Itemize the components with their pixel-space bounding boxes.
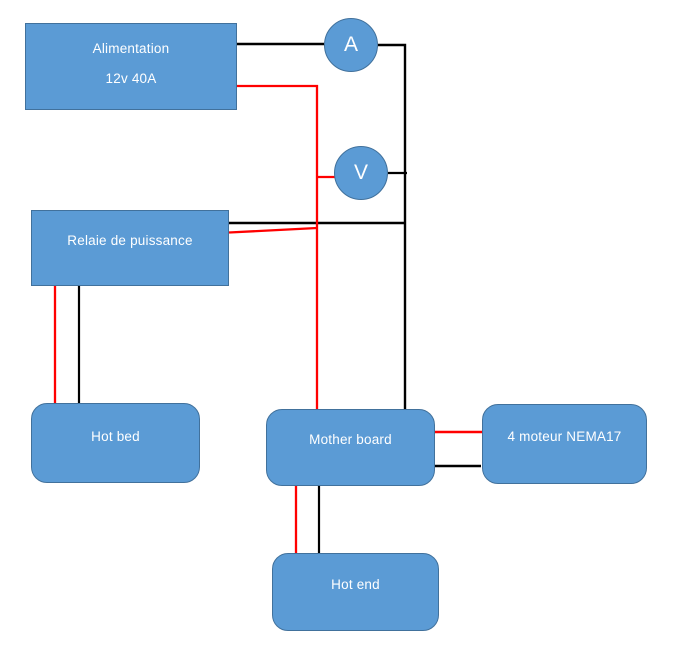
node-mother-board-label: Mother board bbox=[309, 431, 392, 447]
ammeter-label: A bbox=[343, 33, 358, 56]
node-hot-bed-label: Hot bed bbox=[91, 429, 140, 445]
node-alimentation: Alimentation 12v 40A bbox=[25, 23, 237, 110]
ammeter-circle: A bbox=[324, 18, 378, 72]
node-alimentation-sublabel: 12v 40A bbox=[105, 71, 157, 86]
node-relay-label: Relaie de puissance bbox=[67, 233, 193, 249]
node-hot-end-label: Hot end bbox=[331, 577, 380, 593]
wire-relay-red-feed bbox=[228, 226, 318, 234]
voltmeter-label: V bbox=[353, 161, 368, 184]
node-mother-board: Mother board bbox=[266, 409, 435, 486]
node-hot-bed: Hot bed bbox=[31, 403, 200, 483]
voltmeter-circle: V bbox=[334, 146, 388, 200]
node-hot-end: Hot end bbox=[272, 553, 439, 631]
node-nema-motors-label: 4 moteur NEMA17 bbox=[507, 429, 622, 445]
node-nema-motors: 4 moteur NEMA17 bbox=[482, 404, 647, 484]
wire-ammeter-to-motherboard bbox=[378, 43, 407, 409]
node-alimentation-label: Alimentation bbox=[92, 40, 170, 56]
node-relay: Relaie de puissance bbox=[31, 210, 229, 286]
wire-alimentation-to-motherboard-red bbox=[237, 84, 319, 409]
